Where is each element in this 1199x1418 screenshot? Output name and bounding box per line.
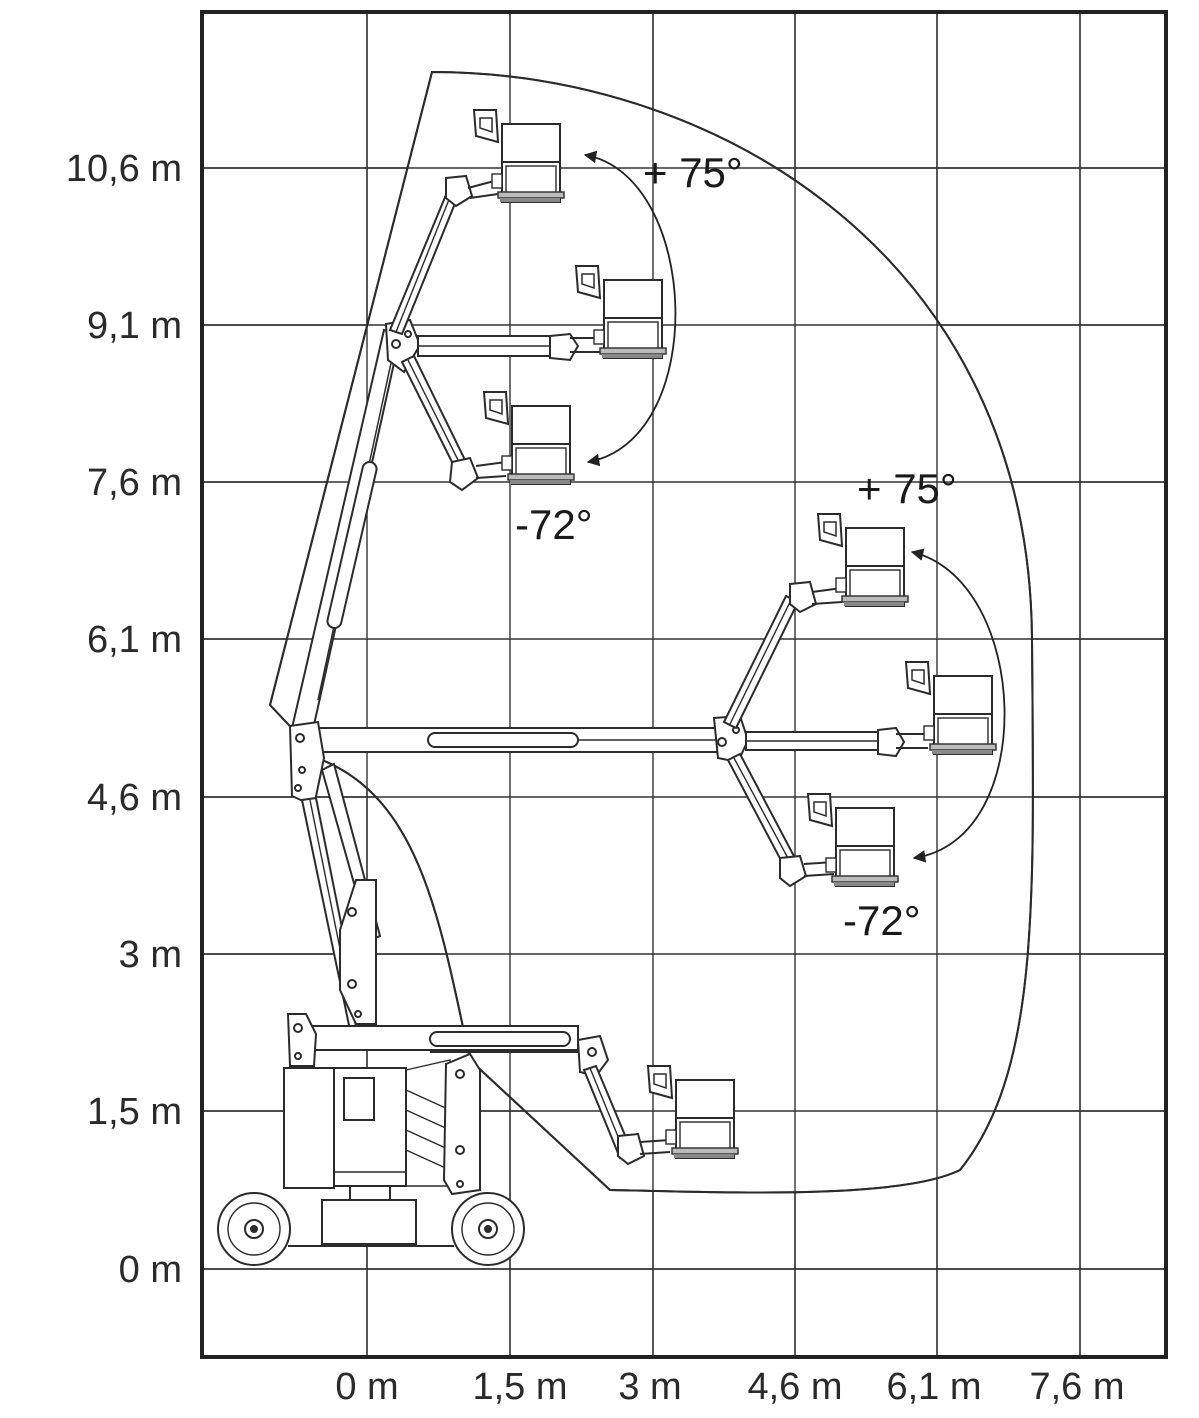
- main-boom-up: [290, 174, 600, 736]
- x-label-0: 0 m: [335, 1366, 399, 1408]
- y-label-3: 3 m: [118, 934, 182, 976]
- angle-upper-minus: -72°: [515, 501, 593, 548]
- working-envelope: [268, 70, 1034, 1194]
- y-label-0: 0 m: [118, 1249, 182, 1291]
- y-label-1-5: 1,5 m: [86, 1091, 182, 1133]
- y-label-7-6: 7,6 m: [86, 462, 182, 504]
- y-label-4-6: 4,6 m: [86, 777, 182, 819]
- diagram-frame: [200, 10, 1168, 1359]
- y-label-6-1: 6,1 m: [86, 619, 182, 661]
- x-label-4-6: 4,6 m: [747, 1366, 843, 1408]
- y-label-9-1: 9,1 m: [86, 305, 182, 347]
- riser-arms: [300, 762, 382, 1032]
- x-label-3: 3 m: [618, 1366, 682, 1408]
- angle-middle-minus: -72°: [843, 897, 921, 944]
- machine-drawing: [217, 174, 928, 1266]
- angle-middle-plus: + 75°: [857, 465, 957, 512]
- rotation-arc-middle: [910, 548, 1006, 863]
- x-label-1-5: 1,5 m: [472, 1366, 568, 1408]
- rotation-arc-upper: [583, 150, 677, 467]
- main-boom-horizontal: [288, 580, 928, 888]
- stowed-boom: [286, 1013, 671, 1166]
- y-label-10-6: 10,6 m: [65, 148, 182, 190]
- x-label-6-1: 6,1 m: [886, 1366, 982, 1408]
- chassis: [217, 1052, 525, 1266]
- x-label-7-6: 7,6 m: [1029, 1366, 1125, 1408]
- angle-upper-plus: + 75°: [643, 149, 743, 196]
